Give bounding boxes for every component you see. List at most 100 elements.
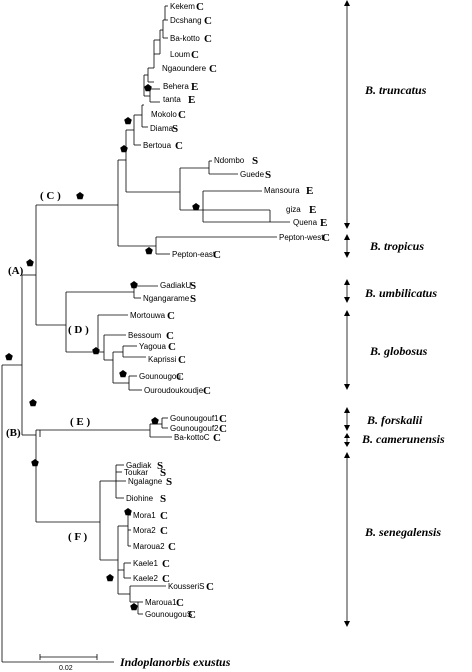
tip-label: Mokolo	[151, 110, 177, 119]
origin-code: C	[167, 310, 175, 322]
origin-code: C	[178, 354, 186, 366]
clade-label: B. camerunensis	[361, 432, 445, 446]
tip-label: Ba-kottoC	[174, 433, 210, 442]
clade-label: B. tropicus	[369, 239, 424, 253]
tip-label: KousseriS	[168, 582, 204, 591]
tip-label: Gounougouf1	[170, 414, 219, 423]
origin-code: E	[188, 94, 195, 106]
tip-label: Quena	[293, 218, 318, 227]
pentagon-icon	[26, 259, 34, 267]
origin-code: C	[176, 597, 184, 609]
double-arrow-icon	[344, 279, 350, 303]
tip-label: Pepton-east	[172, 250, 216, 259]
clade-range-markers	[344, 0, 350, 627]
tip-label: Yagoua	[139, 342, 167, 351]
pentagon-icon	[76, 192, 84, 200]
tip-label: Behera	[163, 82, 189, 91]
scale-bar-label: 0.02	[59, 665, 73, 672]
pentagon-icon	[151, 417, 159, 425]
tip-label: Gadiak	[126, 461, 152, 470]
clade-label: B. umbilicatus	[364, 286, 437, 300]
origin-code: C	[162, 558, 170, 570]
origin-code: S	[160, 493, 166, 505]
tip-label: Mortouwa	[130, 311, 166, 320]
tip-label: Guede	[240, 170, 265, 179]
pentagon-icon	[119, 370, 127, 378]
clade-label: B. truncatus	[364, 83, 427, 97]
tip-label: Ngaoundere	[162, 64, 207, 73]
tree-branches	[1, 5, 290, 663]
tip-label: Bessoum	[128, 331, 162, 340]
tip-label: Ngangarame	[143, 294, 190, 303]
tip-label: GadiakU	[160, 281, 191, 290]
tip-label: Maroua1	[145, 598, 177, 607]
origin-code: E	[191, 81, 198, 93]
tip-labels: Kekem C Dcshang C Ba-kotto C Loum C Ngao…	[124, 1, 330, 621]
tip-label: Toukar	[124, 468, 148, 477]
node-label-a: (A)	[8, 265, 24, 277]
origin-code: C	[178, 109, 186, 121]
tip-label: Kaprissi	[148, 355, 177, 364]
node-label-f: ( F )	[68, 531, 87, 543]
outgroup-label: Indoplanorbis exustus	[119, 655, 231, 669]
pentagon-icon	[130, 603, 138, 611]
pentagon-icon	[106, 574, 114, 582]
double-arrow-icon	[344, 407, 350, 431]
node-label-c: ( C )	[40, 190, 61, 202]
origin-code: C	[219, 423, 227, 435]
tip-label: Bertoua	[143, 141, 172, 150]
tip-label: Ngalagne	[128, 477, 163, 486]
pentagon-icon	[5, 353, 13, 361]
tip-label: Kaele2	[133, 574, 158, 583]
tip-label: Mora1	[133, 511, 156, 520]
node-label-b: (B)	[6, 427, 21, 439]
origin-code: C	[209, 63, 217, 75]
origin-code: E	[309, 204, 316, 216]
origin-code: C	[175, 140, 183, 152]
tip-label: Mansoura	[264, 186, 300, 195]
origin-code: S	[190, 280, 196, 292]
origin-code: S	[160, 467, 166, 479]
origin-code: E	[306, 185, 313, 197]
origin-code: C	[166, 330, 174, 342]
origin-code: S	[190, 293, 196, 305]
tip-label: Ndombo	[214, 156, 245, 165]
origin-code: S	[252, 155, 258, 167]
origin-code: S	[166, 476, 172, 488]
tip-label: giza	[286, 205, 301, 214]
double-arrow-icon	[344, 0, 350, 229]
origin-code: C	[213, 432, 221, 444]
node-label-d: ( D )	[68, 324, 89, 336]
origin-code: S	[265, 169, 271, 181]
pentagon-icon	[124, 117, 132, 125]
clade-labels: B. truncatus B. tropicus B. umbilicatus …	[361, 83, 445, 539]
tip-label: Diama	[150, 124, 174, 133]
tip-label: Maroua2	[133, 542, 165, 551]
tip-label: GounougouS	[145, 610, 192, 619]
double-arrow-icon	[344, 452, 350, 627]
origin-code: C	[160, 510, 168, 522]
tip-label: Ba-kotto	[170, 34, 200, 43]
double-arrow-icon	[344, 234, 350, 258]
origin-code: C	[204, 15, 212, 27]
origin-code: C	[206, 581, 214, 593]
clade-label: B. globosus	[369, 344, 428, 358]
pentagon-icon	[124, 508, 132, 516]
pentagon-icon	[92, 347, 100, 355]
pentagon-icon	[120, 145, 128, 153]
origin-code: C	[162, 573, 170, 585]
double-arrow-icon	[344, 310, 350, 390]
clade-label: B. forskalii	[366, 413, 423, 427]
origin-code: C	[168, 341, 176, 353]
pentagon-icon	[130, 281, 138, 289]
tip-label: Dcshang	[170, 16, 202, 25]
origin-code: C	[188, 609, 196, 621]
pentagon-icon	[192, 203, 200, 211]
tip-label: Mora2	[133, 526, 156, 535]
pentagon-icon	[145, 247, 153, 255]
pentagon-icon	[29, 399, 37, 407]
origin-code: C	[203, 385, 211, 397]
tip-label: Loum	[170, 50, 190, 59]
origin-code: C	[176, 371, 184, 383]
